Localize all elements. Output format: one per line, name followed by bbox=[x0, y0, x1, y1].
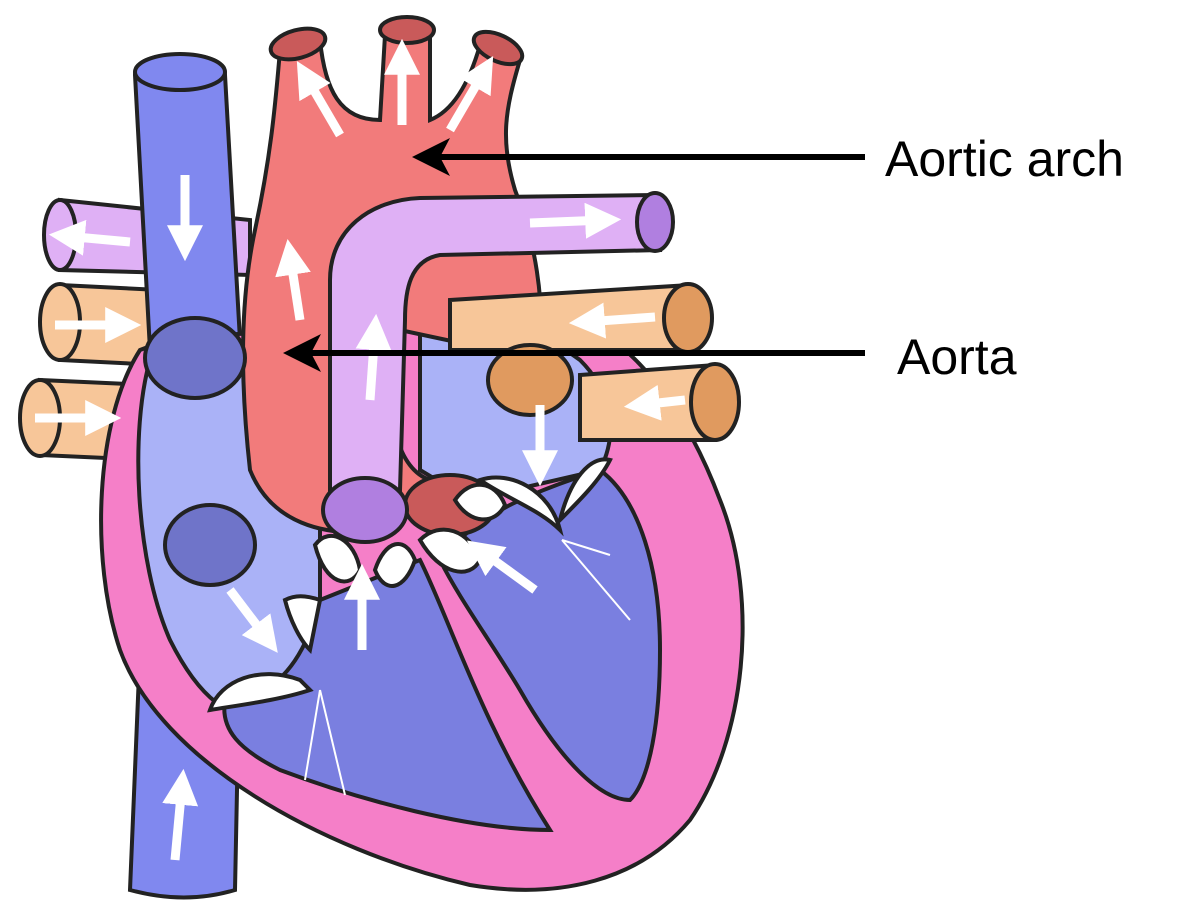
aortic-arch-label: Aortic arch bbox=[885, 131, 1124, 187]
aorta-label: Aorta bbox=[897, 329, 1017, 385]
ivc-opening bbox=[165, 505, 255, 585]
svc-opening bbox=[145, 318, 245, 398]
